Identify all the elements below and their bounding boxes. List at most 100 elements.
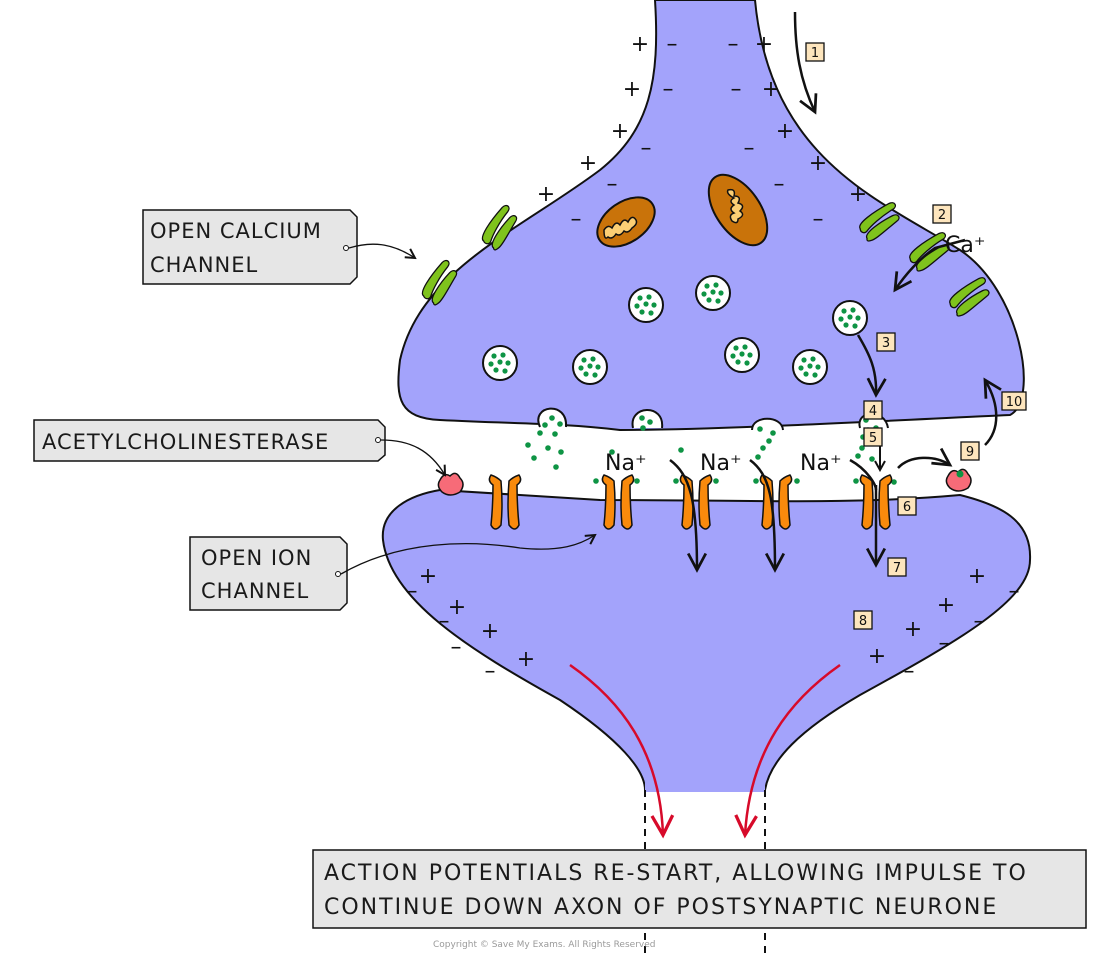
positive-charge: + <box>809 151 827 176</box>
acetylcholine-dot <box>869 456 875 462</box>
impulse-arrow-left <box>569 663 675 839</box>
acetylcholine-dot <box>855 453 861 459</box>
acetylcholine-dot <box>549 415 555 421</box>
negative-charge: – <box>407 579 418 604</box>
acetylcholine-dot <box>531 455 537 461</box>
calcium-ion-label: Ca⁺ <box>945 233 985 258</box>
acetylcholine-dot <box>557 421 563 427</box>
arrow-step-10 <box>983 377 1002 446</box>
synaptic-vesicle <box>695 275 731 311</box>
negative-charge: – <box>607 172 618 197</box>
negative-charge: – <box>813 207 824 232</box>
svg-text:8: 8 <box>859 614 867 629</box>
positive-charge: + <box>623 77 641 102</box>
positive-charge: + <box>537 182 555 207</box>
positive-charge: + <box>776 119 794 144</box>
acetylcholine-dot <box>542 422 548 428</box>
ion-channel <box>601 474 635 530</box>
arrow-calcium-influx <box>893 238 966 293</box>
positive-charge: + <box>481 619 499 644</box>
sodium-influx-arrow <box>669 459 708 573</box>
synaptic-vesicle <box>792 349 828 385</box>
negative-charge: – <box>774 172 785 197</box>
vesicle-group <box>482 275 868 385</box>
positive-charge: + <box>448 595 466 620</box>
acetylcholine-dot <box>760 445 766 451</box>
calcium-channel <box>421 259 458 306</box>
svg-text:10: 10 <box>1006 395 1023 410</box>
acetylcholine-dot <box>593 478 599 484</box>
positive-charge: + <box>517 647 535 672</box>
label-acetylcholinesterase: ACETYLCHOLINESTERASE <box>33 419 445 475</box>
acetylcholine-dot <box>853 478 859 484</box>
fusing-vesicle <box>631 409 664 429</box>
negative-charge: – <box>571 207 582 232</box>
caption-line-2: CONTINUE DOWN AXON OF POSTSYNAPTIC NEURO… <box>324 895 998 920</box>
svg-text:1: 1 <box>811 46 819 61</box>
synaptic-vesicle <box>482 345 518 381</box>
acetylcholine-dot <box>553 464 559 470</box>
acetylcholine-dot <box>609 449 615 455</box>
calcium-channel-group <box>421 202 990 317</box>
svg-text:4: 4 <box>869 404 877 419</box>
acetylcholine-dot <box>545 445 551 451</box>
acetylcholine-dot <box>753 478 759 484</box>
positive-charge: + <box>868 644 886 669</box>
acetylcholine-dot <box>558 449 564 455</box>
positive-charge: + <box>631 32 649 57</box>
acetylcholine-dot <box>891 479 897 485</box>
negative-charge: – <box>485 659 496 684</box>
negative-charge: – <box>939 631 950 656</box>
step-marker-9: 9 <box>960 441 980 461</box>
acetylcholinesterase-enzyme <box>945 468 972 492</box>
positive-charge: + <box>968 564 986 589</box>
caption-line-1: ACTION POTENTIALS RE-START, ALLOWING IMP… <box>324 861 1028 886</box>
arrow-step-1 <box>793 11 818 115</box>
step-marker-8: 8 <box>853 610 873 630</box>
acetylcholine-dot <box>794 478 800 484</box>
negative-charge: – <box>439 609 450 634</box>
negative-charge: – <box>641 136 652 161</box>
svg-text:3: 3 <box>882 336 890 351</box>
acetylcholine-dot <box>525 442 531 448</box>
negative-charge: – <box>904 659 915 684</box>
acetylcholine-dot <box>537 430 543 436</box>
acetylcholinesterase-enzyme <box>437 472 464 496</box>
svg-text:9: 9 <box>966 445 974 460</box>
synaptic-vesicle <box>832 300 868 336</box>
negative-charge: – <box>451 635 462 660</box>
mitochondrion <box>707 173 769 247</box>
step-marker-5: 5 <box>863 427 883 447</box>
calcium-channel <box>859 202 900 242</box>
sodium-influx-arrow <box>749 459 786 573</box>
negative-charge: – <box>731 77 742 102</box>
membrane-charges: +––++––++––++––++––++–+–+–+–+–+–+–+– <box>407 32 1020 684</box>
step-marker-1: 1 <box>805 42 825 62</box>
acetylcholine-dot <box>673 478 679 484</box>
acetylcholine-dot <box>713 478 719 484</box>
sodium-ion-label: Na⁺ <box>605 451 647 476</box>
calcium-channel <box>909 232 950 272</box>
calcium-channel <box>949 277 990 317</box>
positive-charge: + <box>579 151 597 176</box>
svg-text:5: 5 <box>869 431 877 446</box>
calcium-channel <box>481 204 518 251</box>
step-marker-7: 7 <box>887 557 907 577</box>
positive-charge: + <box>937 593 955 618</box>
positive-charge: + <box>904 617 922 642</box>
arrow-step-9 <box>897 447 953 469</box>
svg-text:2: 2 <box>938 208 946 223</box>
acetylcholine-dot <box>766 438 772 444</box>
acetylcholine-dot <box>678 447 684 453</box>
label-open-calcium-channel: OPEN CALCIUM CHANNEL <box>142 209 415 285</box>
step-marker-4: 4 <box>863 400 883 420</box>
negative-charge: – <box>728 32 739 57</box>
step-marker-2: 2 <box>932 204 952 224</box>
label-text: OPEN CALCIUM <box>150 219 322 243</box>
acetylcholine-dot <box>634 478 640 484</box>
acetylcholine-dot <box>770 430 776 436</box>
positive-charge: + <box>762 77 780 102</box>
step-marker-3: 3 <box>876 332 896 352</box>
